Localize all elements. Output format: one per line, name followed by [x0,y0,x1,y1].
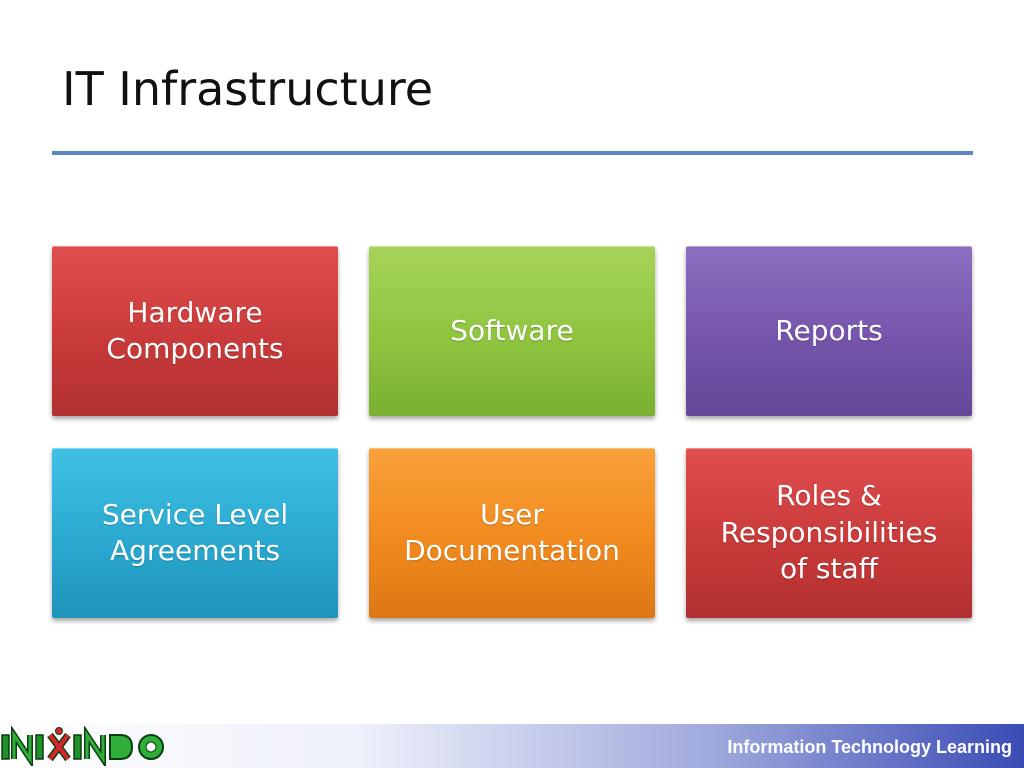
slide-title: IT Infrastructure [62,62,434,116]
box-reports: Reports [686,246,972,416]
box-user-documentation: User Documentation [369,448,655,618]
box-hardware-components: Hardware Components [52,246,338,416]
inixindo-logo-icon [1,726,164,766]
box-label: User Documentation [404,497,620,567]
footer-text: Information Technology Learning [727,737,1012,757]
box-label: Service Level Agreements [101,497,289,567]
box-label: Software [450,313,574,347]
footer-band [0,724,1024,768]
box-label: Roles & Responsibilities of staff [720,479,938,586]
title-divider [52,151,973,155]
box-software: Software [369,246,655,416]
box-label: Reports [775,313,883,347]
box-service-level-agreements: Service Level Agreements [52,448,338,618]
box-label: Hardware Components [106,295,284,365]
box-roles-responsibilities: Roles & Responsibilities of staff [686,448,972,618]
